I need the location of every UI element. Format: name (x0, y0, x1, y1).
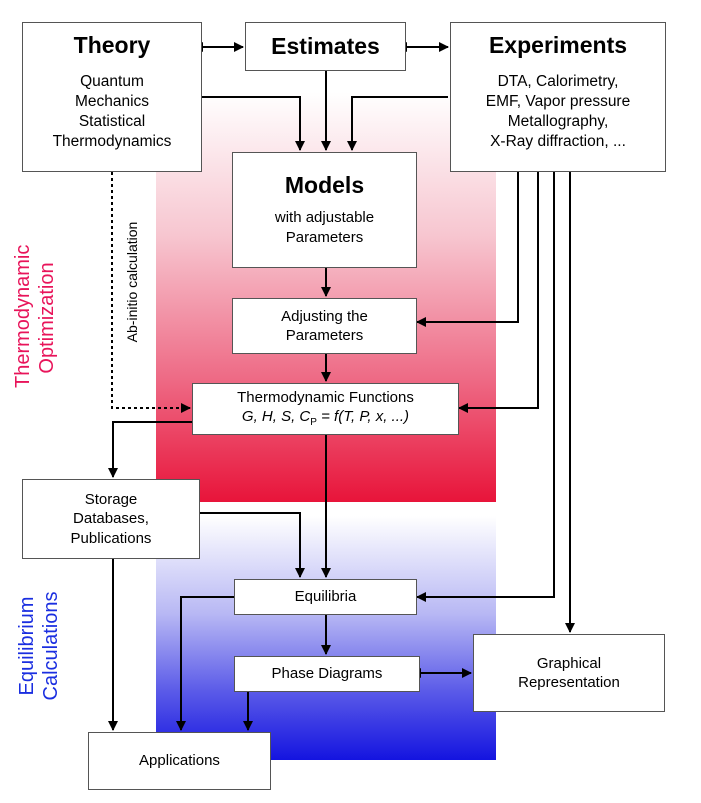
thermodynamic-functions-box: Thermodynamic Functions G, H, S, CP = f(… (192, 383, 459, 435)
equilibria-box: Equilibria (234, 579, 417, 615)
theory-line-3: Statistical (78, 112, 146, 130)
formula-rest: = f(T, P, x, ...) (316, 408, 410, 426)
adjusting-line-1: Adjusting the (281, 307, 368, 325)
theory-line-4: Thermodynamics (52, 132, 172, 150)
models-line-1: with adjustable (274, 209, 375, 227)
graphical-representation-box: Graphical Representation (473, 634, 665, 712)
theory-box: Theory Quantum Mechanics Statistical The… (22, 22, 202, 172)
experiments-title: Experiments (488, 32, 628, 58)
storage-line-3: Publications (70, 529, 152, 547)
graphical-line-1: Graphical (536, 654, 602, 672)
phase-diagrams-label: Phase Diagrams (271, 665, 383, 683)
thermo-functions-title: Thermodynamic Functions (237, 389, 414, 406)
estimates-box: Estimates (245, 22, 406, 71)
experiments-line-1: DTA, Calorimetry, (497, 73, 619, 91)
equilibria-label: Equilibria (294, 588, 357, 606)
theory-title: Theory (73, 32, 151, 58)
thermo-functions-formula: G, H, S, CP = f(T, P, x, ...) (237, 407, 414, 430)
adjusting-line-2: Parameters (285, 327, 364, 344)
experiments-box: Experiments DTA, Calorimetry, EMF, Vapor… (450, 22, 666, 172)
models-title: Models (284, 172, 365, 199)
experiments-line-4: X-Ray diffraction, ... (490, 132, 626, 150)
graphical-line-2: Representation (518, 674, 620, 691)
models-line-2: Parameters (285, 228, 364, 246)
formula-subscript: P (310, 417, 317, 429)
formula-symbols: G, H, S, C (241, 408, 311, 426)
experiments-line-2: EMF, Vapor pressure (485, 93, 631, 111)
applications-box: Applications (88, 732, 271, 790)
storage-line-1: Storage (84, 491, 138, 509)
storage-box: Storage Databases, Publications (22, 479, 200, 559)
applications-label: Applications (139, 752, 220, 770)
adjusting-parameters-box: Adjusting the Parameters (232, 298, 417, 354)
phase-diagrams-box: Phase Diagrams (234, 656, 420, 692)
theory-line-2: Mechanics (74, 93, 150, 111)
experiments-line-3: Metallography, (507, 112, 609, 130)
storage-line-2: Databases, (73, 510, 149, 528)
theory-line-1: Quantum (80, 73, 144, 91)
models-box: Models with adjustable Parameters (232, 152, 417, 268)
estimates-title: Estimates (271, 32, 380, 59)
